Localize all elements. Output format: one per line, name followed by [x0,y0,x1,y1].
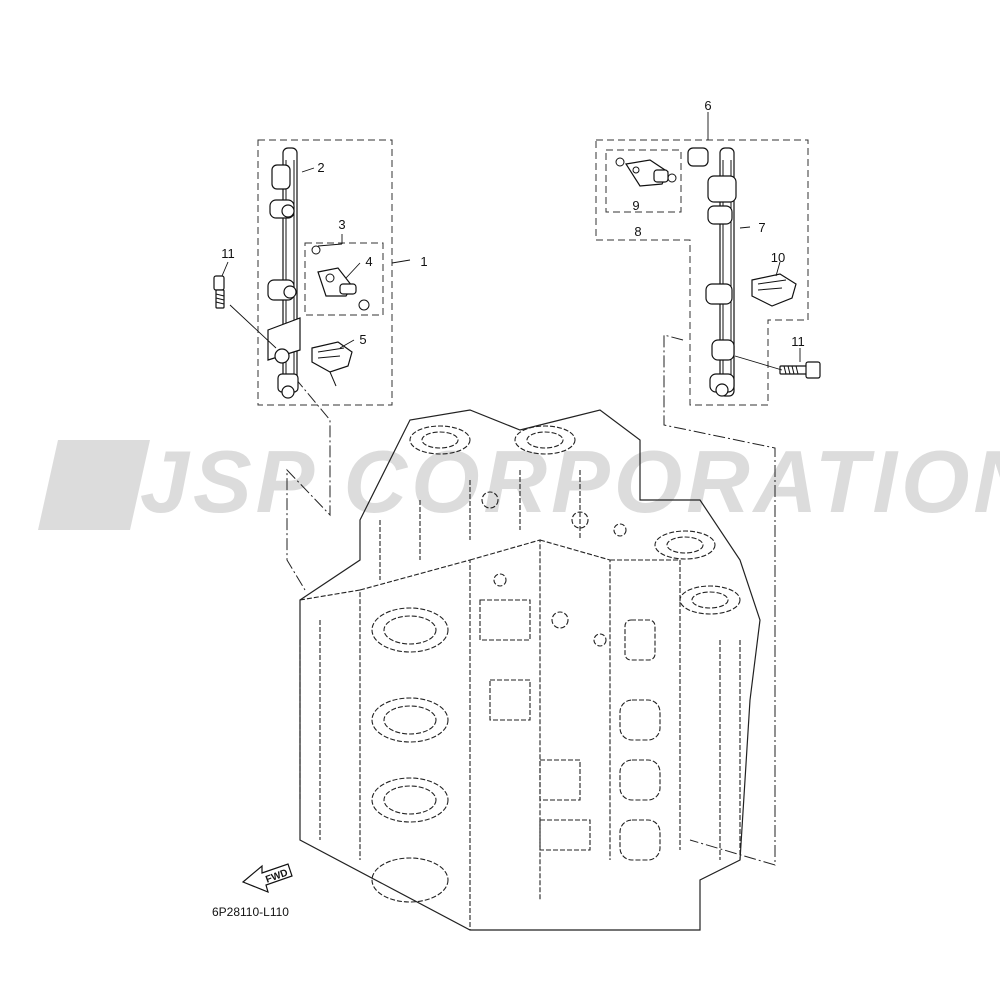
fuel-injector-left [317,267,357,297]
callout-11-left: 11 [221,246,235,261]
o-ring-right-b [667,173,677,183]
fwd-arrow-icon: FWD [241,863,293,894]
fwd-label: FWD [264,868,289,886]
callout-labels: 2 3 4 1 5 11 6 9 8 7 10 11 [221,98,805,349]
bolt-left [213,275,225,309]
bolt-right [779,361,821,379]
fuel-rail-left [267,147,301,399]
watermark-logo-mark [38,440,150,530]
callout-1: 1 [420,254,427,269]
callout-6: 6 [704,98,711,113]
o-ring-lower-left [358,299,370,311]
left-assembly [213,139,411,406]
callout-8: 8 [634,224,641,239]
o-ring-upper-left [311,245,321,255]
callout-2: 2 [317,160,324,175]
callout-7: 7 [758,220,765,235]
subassembly-box-3 [304,242,384,316]
watermark: JSP CORPORATION [38,432,1000,531]
callout-11-right: 11 [791,334,805,349]
o-ring-right-a [615,157,625,167]
fuel-injector-right [625,159,669,187]
callout-9: 9 [632,198,639,213]
callout-10: 10 [771,250,785,265]
clip-right [751,273,797,307]
clip-left [311,341,353,387]
callout-3: 3 [338,217,345,232]
watermark-text: JSP CORPORATION [140,432,1000,531]
callout-5: 5 [359,332,366,347]
engine-block [299,409,761,931]
subassembly-box-8 [605,149,682,213]
callout-4: 4 [365,254,372,269]
diagram-code: 6P28110-L110 [212,905,289,919]
connection-lines [286,334,776,866]
right-assembly [595,112,821,406]
assembly-box-1 [257,139,393,406]
assembly-box-6 [595,139,809,406]
fuel-rail-right [687,147,737,397]
